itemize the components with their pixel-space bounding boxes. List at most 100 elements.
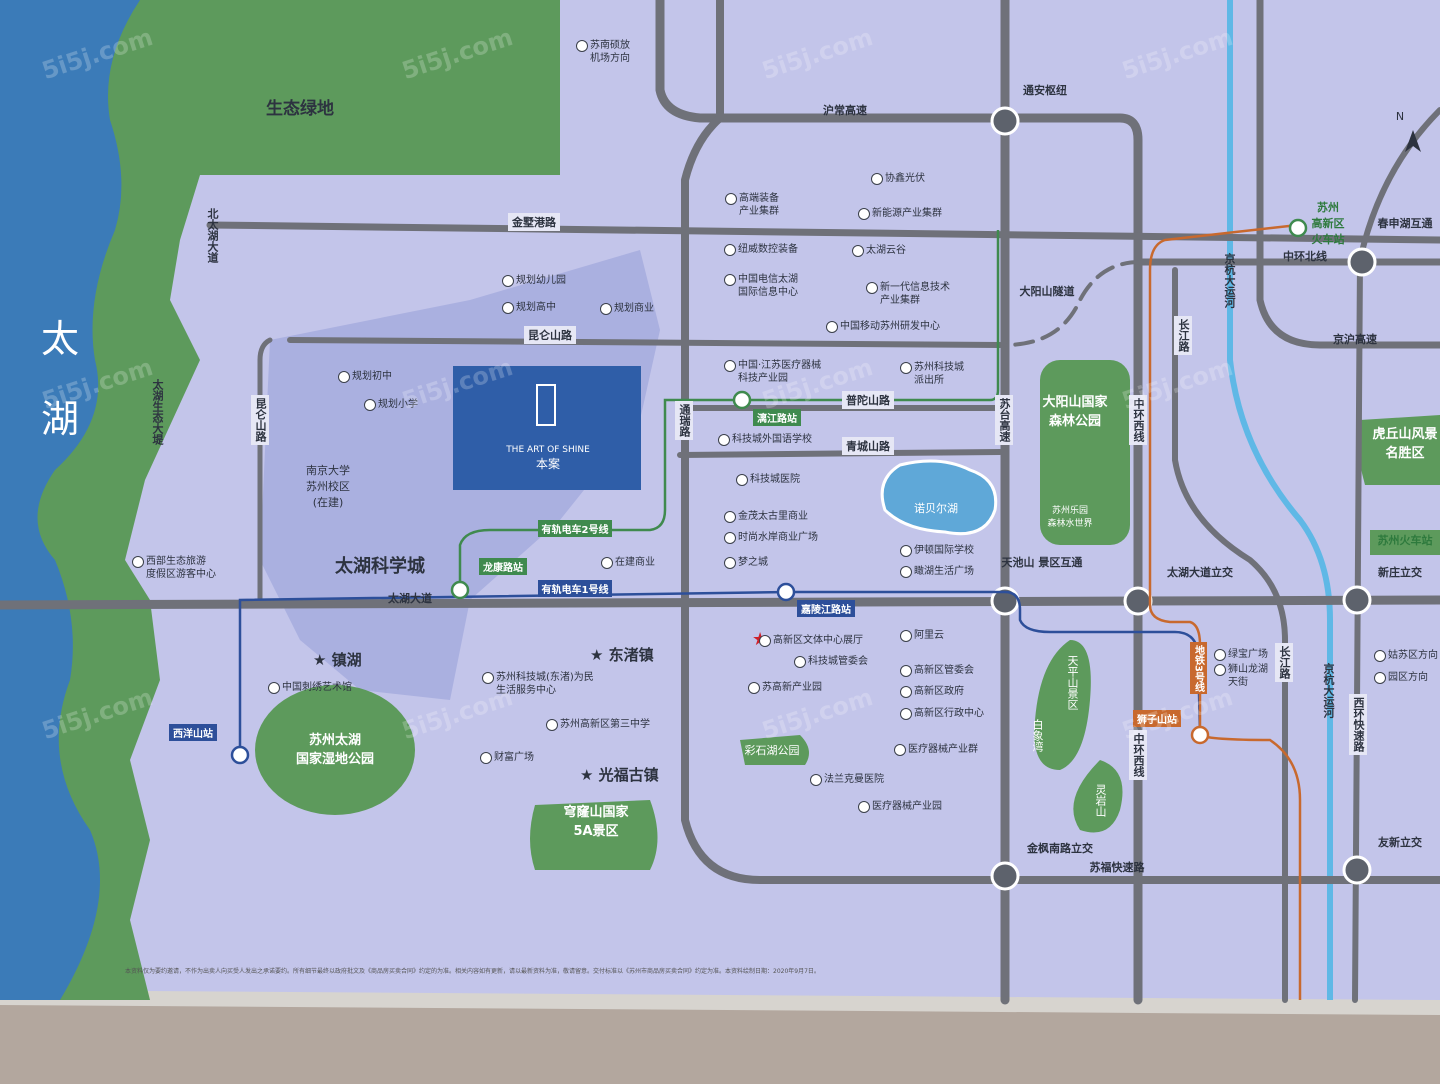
- station-jialingjiang-dot: [776, 582, 796, 602]
- road-label-sufu: 苏福快速路: [1089, 861, 1145, 874]
- road-label-kunlunshan: 昆仑山路: [524, 326, 576, 344]
- road-network: [0, 0, 1440, 1005]
- poi-shishang: 时尚水岸商业广场: [724, 531, 818, 544]
- poi-milan: 瞰湖生活广场: [900, 565, 974, 578]
- label-caishi-park: 彩石湖公园: [745, 744, 800, 757]
- road-changjiang: [1172, 267, 1288, 1003]
- compass-icon: [1405, 130, 1421, 152]
- project-box: [453, 366, 641, 490]
- station-jialingjiang: 嘉陵江路站: [797, 599, 855, 617]
- poi-icon: [132, 556, 144, 568]
- poi-icon: [900, 362, 912, 374]
- interchanges: [990, 106, 1377, 891]
- road-label-tongan: 通安枢纽: [1023, 84, 1067, 97]
- project-logo-icon: [536, 384, 556, 426]
- road-label-xinzhuang: 新庄立交: [1378, 566, 1422, 579]
- poi-icon: [338, 370, 350, 383]
- road-label-zhonghuan-w: 中环西线: [1129, 395, 1147, 445]
- label-lingyan: 灵岩山: [1094, 783, 1107, 817]
- poi-icon: [1214, 648, 1226, 661]
- poi-niuwei: 纽威数控装备: [724, 243, 798, 256]
- label-guangfu: ★ 光福古镇: [580, 766, 659, 784]
- poi-icon: [900, 664, 912, 677]
- grand-canal: [1227, 0, 1333, 1000]
- poi-icon: [858, 207, 870, 220]
- poi-icon: [852, 244, 864, 257]
- road-label-putuoshan: 普陀山路: [842, 391, 894, 409]
- road-label-sutai: 苏台高速: [995, 395, 1013, 445]
- qionglong-park: [530, 800, 658, 870]
- node-xinzhuang: [1342, 585, 1372, 615]
- label-eco-green: 生态绿地: [266, 98, 334, 119]
- road-label-zhonghuan-w2: 中环西线: [1129, 730, 1147, 780]
- poi-mobile: 中国移动苏州研发中心: [826, 320, 940, 333]
- poi-wenti: 高新区文体中心展厅: [759, 634, 863, 647]
- label-tianping: 天平山景区: [1066, 654, 1079, 710]
- road-label-taihu-eco: 太湖生态大堤: [151, 379, 164, 445]
- node-jinfeng: [990, 861, 1020, 891]
- poi-jinmao: 金茂太古里商业: [724, 510, 808, 523]
- poi-xiexin: 协鑫光伏: [871, 172, 925, 185]
- label-amusement: 苏州乐园 森林水世界: [1047, 506, 1093, 529]
- poi-telecom: 中国电信太湖 国际信息中心: [724, 273, 798, 299]
- poi-icon: [900, 685, 912, 698]
- poi-icon: [364, 398, 376, 411]
- poi-icon: [759, 634, 771, 647]
- poi-gaoduan: 高端装备 产业集群: [725, 192, 779, 218]
- poi-yuanqu: 园区方向: [1374, 671, 1428, 684]
- poi-zaijian: 在建商业: [601, 556, 655, 569]
- lake-label-1: 太: [41, 317, 79, 361]
- station-longkang-dot: [450, 580, 470, 600]
- poi-icon: [718, 433, 730, 446]
- road-kunlunshan-v: [257, 337, 273, 603]
- road-label-youxin: 友新立交: [1378, 836, 1422, 849]
- lingyan-park: [1073, 760, 1123, 833]
- project-name-en: THE ART OF SHINE: [505, 445, 590, 455]
- poi-icon: [900, 629, 912, 642]
- label-nanjing-univ: 南京大学 苏州校区 (在建): [306, 464, 350, 509]
- poi-icon: [900, 565, 912, 578]
- poi-icon: [724, 556, 736, 569]
- poi-airport: 苏南硕放 机场方向: [576, 39, 630, 65]
- poi-gxq-admin: 高新区行政中心: [900, 707, 984, 720]
- metro3-label: 地铁3号线: [1189, 641, 1207, 695]
- poi-falanke: 法兰克曼医院: [810, 773, 884, 786]
- road-label-xihuan: 西环快速路: [1349, 693, 1367, 755]
- station-xiyangshan-dot: [230, 745, 250, 765]
- tianping-park: [1034, 640, 1091, 770]
- label-wetland: 苏州太湖 国家湿地公园: [296, 733, 375, 767]
- wetland-park: [255, 685, 415, 815]
- poi-icon: [576, 40, 588, 52]
- road-dayangshan-tunnel: [1003, 260, 1142, 347]
- poi-icon: [736, 473, 748, 486]
- road-tongjin: [681, 0, 1440, 884]
- poi-primary: 规划小学: [364, 398, 418, 411]
- label-xinqu-rail: 苏州 高新区 火车站: [1311, 201, 1345, 246]
- road-label-changjiang: 长江路: [1174, 315, 1192, 355]
- poi-foreign-school: 科技城外国语学校: [718, 433, 812, 446]
- node-chunshen: [1347, 247, 1377, 277]
- label-suzhou-rail: 苏州火车站: [1377, 534, 1433, 547]
- poi-icon: [546, 718, 558, 731]
- poi-icon: [724, 510, 736, 523]
- poi-icon: [794, 655, 806, 668]
- station-xinqu-rail-dot: [1288, 218, 1308, 238]
- poi-icon: [900, 544, 912, 557]
- label-qionglong: 穹窿山国家 5A景区: [563, 805, 629, 839]
- node-tongan: [990, 106, 1020, 136]
- poi-icon: [871, 172, 883, 185]
- lake-label-2: 湖: [41, 397, 79, 441]
- poi-icon: [482, 672, 494, 684]
- poi-sgx: 苏高新产业园: [748, 681, 822, 694]
- eco-green-belt: [0, 0, 560, 1000]
- suzhou-rail-green: [1370, 530, 1440, 555]
- poi-icon: [1214, 664, 1226, 676]
- road-label-dayangshan-tunnel: 大阳山隧道: [1019, 285, 1075, 298]
- poi-gusu: 姑苏区方向: [1374, 649, 1438, 662]
- road-label-chunshen: 春申湖互通: [1377, 217, 1433, 230]
- poi-alibaba: 阿里云: [900, 629, 944, 642]
- stations: [230, 218, 1308, 765]
- poi-hospital: 科技城医院: [736, 473, 800, 486]
- tram-line-1: [238, 590, 1202, 755]
- poi-icon: [810, 773, 822, 786]
